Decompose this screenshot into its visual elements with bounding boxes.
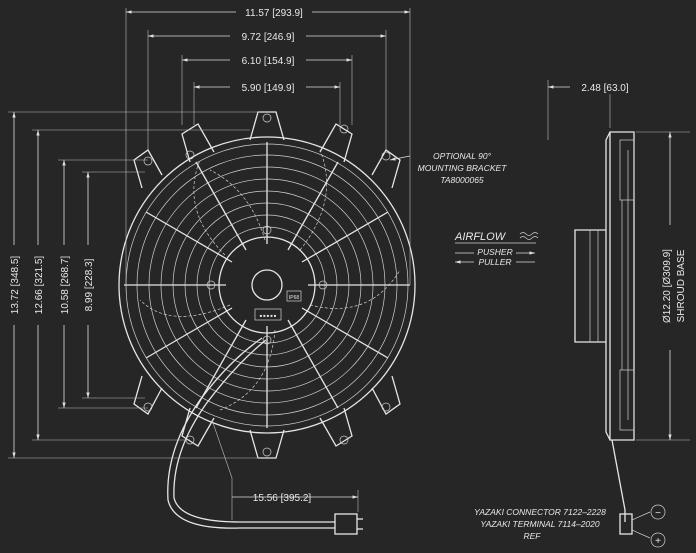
dim-bolt-span-mid: 6.10 [154.9] bbox=[242, 56, 295, 67]
hub-bolt bbox=[206, 280, 216, 290]
side-view: 2.48 [63.0] Ø12.20 [Ø309.9] SHROUD BASE … bbox=[547, 80, 696, 548]
hub-bolt bbox=[318, 280, 328, 290]
guard-spokes bbox=[124, 142, 410, 428]
bracket-note-line3: TA8000065 bbox=[440, 175, 484, 185]
minus-terminal-icon bbox=[650, 504, 666, 520]
bracket-note: OPTIONAL 90° MOUNTING BRACKET TA8000065 bbox=[389, 151, 508, 185]
connector-note: YAZAKI CONNECTOR 7122–2228 YAZAKI TERMIN… bbox=[474, 507, 606, 541]
side-lead-wire bbox=[611, 439, 626, 522]
front-view: IP68 ■ ■ ■ ■ ■ bbox=[118, 111, 416, 535]
side-shroud bbox=[605, 131, 635, 441]
lead-wire bbox=[167, 337, 363, 535]
dim-bolt-span-narrow: 5.90 [149.9] bbox=[242, 83, 295, 94]
dim-overall-width: 11.57 [293.9] bbox=[245, 8, 303, 19]
side-motor bbox=[574, 229, 606, 343]
airflow-note: AIRFLOW PUSHER PULLER bbox=[454, 231, 539, 267]
bracket-note-line1: OPTIONAL 90° bbox=[433, 151, 492, 161]
puller-label: PULLER bbox=[478, 257, 511, 267]
ip-label: IP68 bbox=[289, 295, 300, 301]
brand-label-box bbox=[254, 308, 282, 321]
fan-blades bbox=[139, 149, 401, 411]
shroud-base-label: SHROUD BASE bbox=[676, 249, 687, 322]
dim-lead-length: 15.56 [395.2] bbox=[253, 493, 312, 504]
motor-shaft bbox=[251, 269, 283, 301]
airflow-waves-icon bbox=[519, 232, 539, 236]
dim-height-3: 10.58 [268.7] bbox=[60, 256, 71, 315]
shroud-outer bbox=[118, 136, 416, 434]
dim-height-2: 12.66 [321.5] bbox=[34, 256, 45, 315]
plus-symbol: + bbox=[655, 536, 661, 547]
dim-height-4: 8.99 [228.3] bbox=[84, 258, 95, 311]
connector-note-line3: REF bbox=[524, 531, 542, 541]
hub-bolt bbox=[262, 335, 272, 345]
pusher-label: PUSHER bbox=[477, 247, 512, 257]
minus-symbol: − bbox=[655, 508, 661, 519]
airflow-label: AIRFLOW bbox=[454, 231, 507, 243]
brand-label: ■ ■ ■ ■ ■ bbox=[260, 313, 277, 318]
mounting-tabs bbox=[133, 111, 401, 459]
hub-bolt bbox=[262, 225, 272, 235]
connector-note-line2: YAZAKI TERMINAL 7114–2020 bbox=[480, 519, 599, 529]
front-dimensions: 11.57 [293.9] 9.72 [246.9] 6.10 [154.9] … bbox=[6, 5, 411, 520]
motor-housing bbox=[218, 236, 316, 334]
dim-shroud-diameter: Ø12.20 [Ø309.9] bbox=[662, 249, 673, 323]
connector-housing bbox=[334, 513, 358, 535]
side-connector bbox=[619, 513, 633, 535]
dim-overall-height: 13.72 [348.5] bbox=[10, 256, 21, 315]
connector-note-line1: YAZAKI CONNECTOR 7122–2228 bbox=[474, 507, 606, 517]
plus-terminal-icon bbox=[650, 532, 666, 548]
dim-depth: 2.48 [63.0] bbox=[581, 83, 628, 94]
ip-label-box bbox=[286, 290, 302, 302]
dim-bolt-span-wide: 9.72 [246.9] bbox=[242, 32, 295, 43]
bracket-note-line2: MOUNTING BRACKET bbox=[418, 163, 508, 173]
